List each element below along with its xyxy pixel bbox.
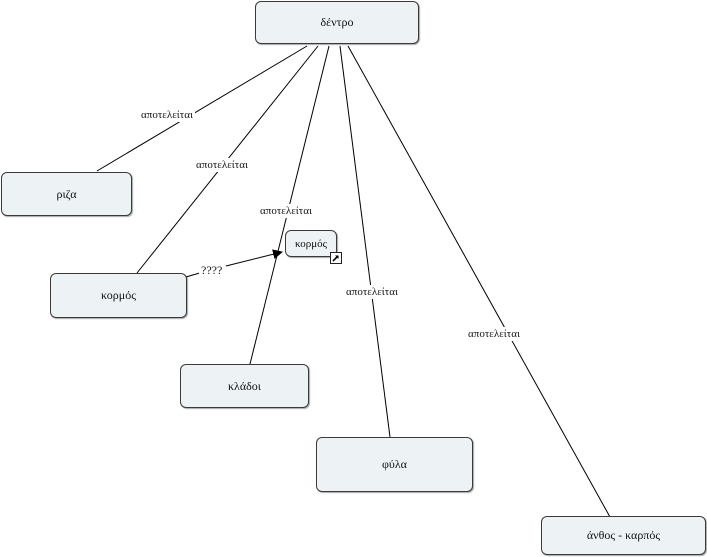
- linking-phrase-leaves[interactable]: αποτελείται: [344, 285, 400, 299]
- linking-phrase-branches[interactable]: αποτελείται: [258, 204, 314, 218]
- concept-tree-label: δέντρο: [320, 15, 354, 29]
- linking-phrase-flower-fruit[interactable]: αποτελείται: [466, 327, 522, 341]
- concept-root[interactable]: ριζα: [1, 172, 132, 216]
- concept-trunk-reference[interactable]: κορμός: [285, 230, 337, 257]
- link-tree-root: [96, 45, 308, 172]
- external-link-icon[interactable]: [330, 252, 342, 264]
- concept-root-label: ριζα: [56, 186, 77, 201]
- link-tree-leaves: [339, 45, 391, 438]
- concept-trunk[interactable]: κορμός: [50, 273, 187, 318]
- concept-trunk-label: κορμός: [101, 288, 136, 302]
- concept-leaves-label: φύλα: [382, 457, 407, 471]
- linking-phrase-trunk[interactable]: αποτελείται: [194, 158, 250, 172]
- concept-leaves[interactable]: φύλα: [316, 437, 473, 492]
- linking-phrase-root[interactable]: αποτελείται: [139, 108, 195, 122]
- concept-branches[interactable]: κλάδοι: [180, 364, 309, 408]
- link-tree-flower-fruit: [347, 45, 611, 518]
- concept-trunk-reference-label: κορμός: [294, 237, 328, 250]
- concept-flower-fruit-label: άνθος - καρπός: [586, 528, 661, 542]
- concept-branches-label: κλάδοι: [227, 378, 262, 393]
- linking-phrase-question[interactable]: ????: [199, 263, 225, 277]
- concept-tree[interactable]: δέντρο: [255, 1, 419, 44]
- link-question-trunk-ref: [225, 249, 283, 267]
- concept-flower-fruit[interactable]: άνθος - καρπός: [541, 516, 706, 555]
